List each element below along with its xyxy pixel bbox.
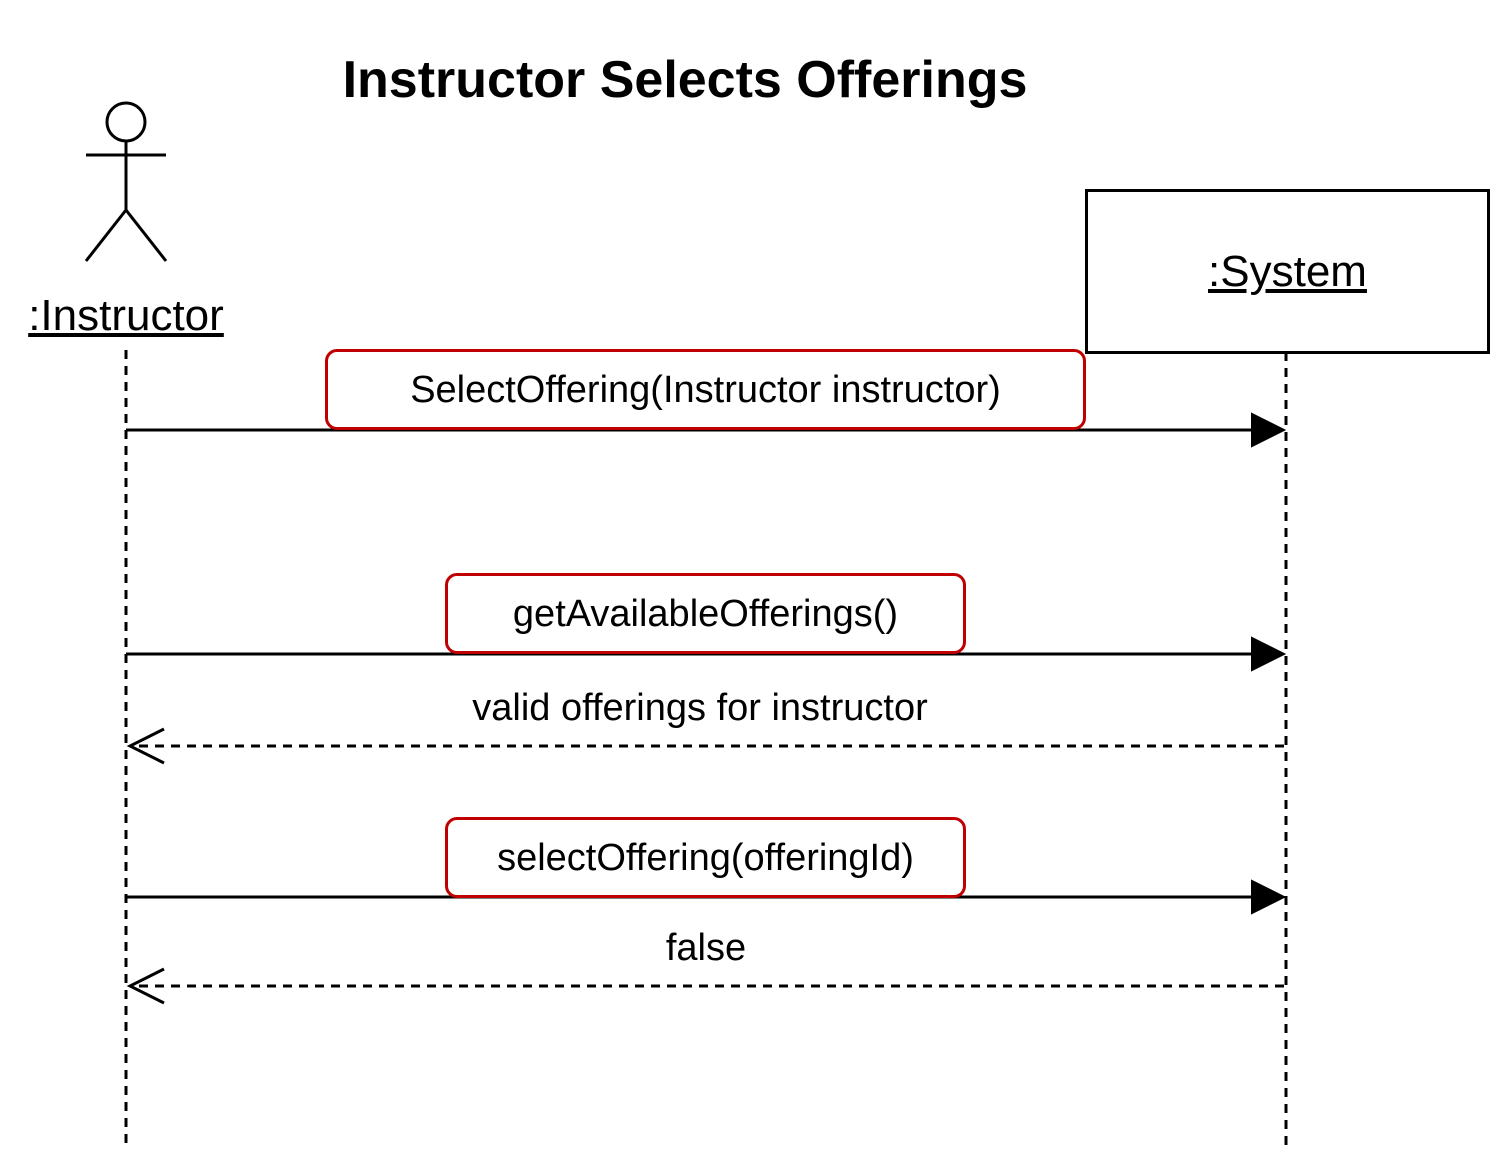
diagram-title: Instructor Selects Offerings [342,51,1028,109]
return-arrow-2 [126,967,1284,1005]
participant-label-instructor: :Instructor [28,291,224,340]
participant-label-system: :System [1208,246,1367,296]
actor-figure-icon [84,101,168,262]
return-label-2: false [665,927,747,969]
return-label-1: valid offerings for instructor [472,687,928,729]
message-label-1: SelectOffering(Instructor instructor) [325,349,1086,430]
message-label-3: selectOffering(offeringId) [445,817,966,898]
message-arrow-1 [126,412,1287,448]
message-label-2: getAvailableOfferings() [445,573,966,654]
message-arrow-2 [126,636,1287,672]
return-arrow-1 [126,727,1284,765]
participant-box-system: :System [1085,189,1490,354]
